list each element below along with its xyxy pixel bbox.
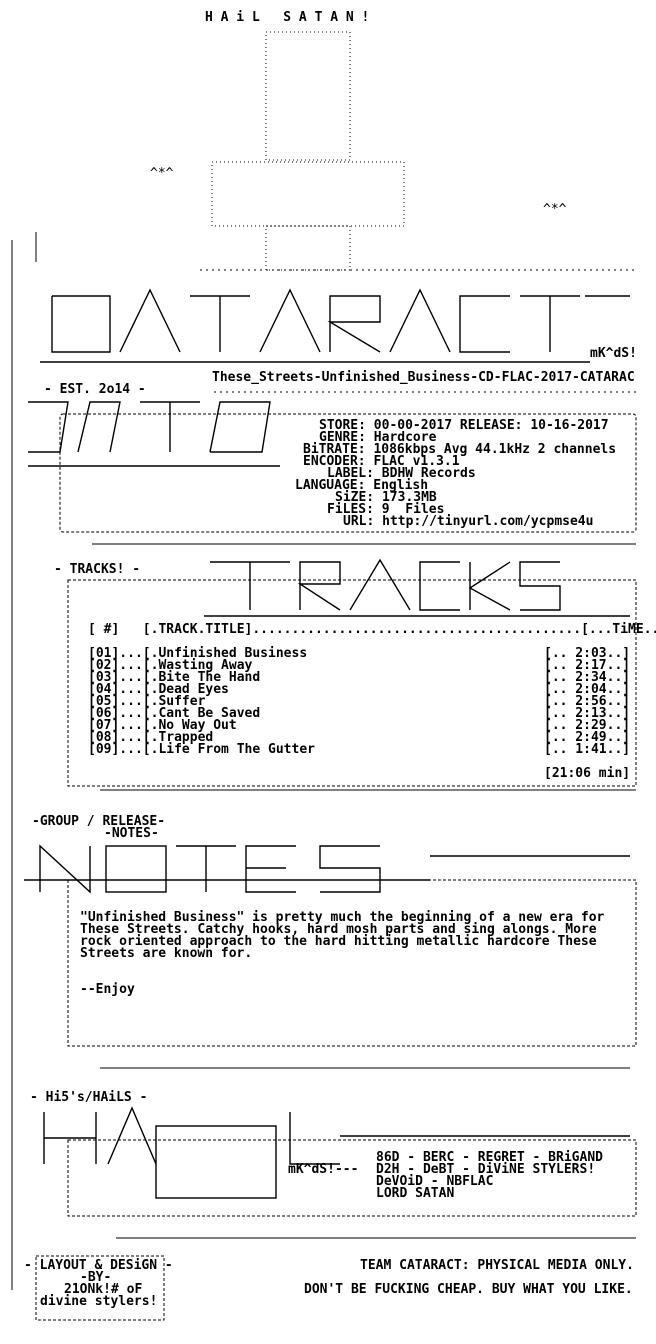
release-name: These_Streets-Unfinished_Business-CD-FLA… — [212, 370, 635, 385]
hails-line-4: LORD SATAN — [376, 1186, 455, 1201]
hails-box-frame — [67, 1139, 637, 1217]
team-statement: TEAM CATARACT: PHYSICAL MEDIA ONLY. — [360, 1258, 634, 1273]
notes-logo — [24, 844, 630, 894]
hails-line-2: D2H - DeBT - DiViNE STYLERS! — [376, 1162, 596, 1177]
info-size: SiZE: 173.3MB — [335, 490, 437, 505]
info-logo — [28, 401, 280, 467]
info-store: STORE: 00-00-2017 RELEASE: 10-16-2017 — [319, 418, 609, 433]
notes-signoff: --Enjoy — [80, 982, 135, 997]
layout-design-title: - LAYOUT & DESiGN - — [24, 1258, 173, 1273]
est-label: - EST. 2o14 - — [44, 382, 146, 397]
info-language: LANGUAGE: English — [295, 478, 429, 493]
info-label: LABEL: BDHW Records — [327, 466, 476, 481]
slogan: DON'T BE FUCKING CHEAP. BUY WHAT YOU LIK… — [304, 1282, 633, 1297]
layout-author-1: 21ONk!# oF — [64, 1282, 143, 1297]
track-number-title: [01]...[.Unfinished Business — [88, 646, 308, 661]
hails-heading: - Hi5's/HAiLS - — [30, 1090, 148, 1105]
tracks-heading: - TRACKS! - — [54, 562, 141, 577]
track-number-title: [04]...[.Dead Eyes — [88, 682, 229, 697]
track-time: [.. 2:13..] — [544, 706, 631, 721]
tracks-logo — [204, 558, 630, 617]
hails-line-1: 86D - BERC - REGRET - BRiGAND — [376, 1150, 603, 1165]
track-time: [.. 2:03..] — [544, 646, 631, 661]
info-box-frame — [59, 413, 637, 533]
cross-bar-block — [211, 161, 405, 227]
track-number-title: [07]...[.No Way Out — [88, 718, 237, 733]
page-title: H A i L S A T A N ! — [205, 10, 370, 25]
tracks-column-header: [ #] [.TRACK.TITLE].....................… — [88, 622, 656, 637]
hails-line-3: DeVOiD - NBFLAC — [376, 1174, 494, 1189]
notes-line-1: "Unfinished Business" is pretty much the… — [80, 910, 605, 925]
layout-author-2: divine stylers! — [40, 1294, 158, 1309]
track-time: [.. 2:49..] — [544, 730, 631, 745]
hails-logo — [43, 1106, 630, 1199]
track-number-title: [03]...[.Bite The Hand — [88, 670, 261, 685]
track-number-title: [02]...[.Wasting Away — [88, 658, 253, 673]
tracks-total: [21:06 min] — [544, 766, 631, 781]
notes-line-2: These Streets. Catchy hooks, hard mosh p… — [80, 922, 597, 937]
cross-bottom-block — [265, 225, 351, 271]
info-bitrate: BiTRATE: 1086kbps Avg 44.1kHz 2 channels — [303, 442, 617, 457]
track-time: [.. 2:56..] — [544, 694, 631, 709]
notes-heading-notes: -NOTES- — [104, 826, 159, 841]
track-number-title: [05]...[.Suffer — [88, 694, 206, 709]
track-time: [.. 2:29..] — [544, 718, 631, 733]
tracks-box-frame — [67, 579, 637, 787]
track-number-title: [06]...[.Cant Be Saved — [88, 706, 261, 721]
track-time: [.. 2:04..] — [544, 682, 631, 697]
cataract-logo — [40, 288, 630, 363]
info-genre: GENRE: Hardcore — [319, 430, 437, 445]
cross-top-block — [265, 31, 351, 161]
notes-line-3: rock oriented approach to the hard hitti… — [80, 934, 597, 949]
notes-heading-group: -GROUP / RELEASE- — [32, 814, 166, 829]
right-star-decoration: ^*^ — [543, 202, 567, 217]
info-files: FiLES: 9 Files — [327, 502, 445, 517]
hails-signature: mK^dS!--- — [288, 1162, 359, 1177]
info-encoder: ENCODER: FLAC v1.3.1 — [303, 454, 460, 469]
track-time: [.. 1:41..] — [544, 742, 631, 757]
info-url[interactable]: URL: http://tinyurl.com/ycpmse4u — [343, 514, 594, 529]
layout-by: -BY- — [80, 1270, 112, 1285]
track-time: [.. 2:34..] — [544, 670, 631, 685]
footer-box-frame — [35, 1255, 165, 1321]
left-star-decoration: ^*^ — [150, 166, 174, 181]
notes-line-4: Streets are known for. — [80, 946, 253, 961]
track-number-title: [09]...[.Life From The Gutter — [88, 742, 315, 757]
header-signature: mK^dS! — [590, 346, 637, 361]
track-time: [.. 2:17..] — [544, 658, 631, 673]
track-number-title: [08]...[.Trapped — [88, 730, 214, 745]
notes-box-frame — [67, 879, 637, 1047]
